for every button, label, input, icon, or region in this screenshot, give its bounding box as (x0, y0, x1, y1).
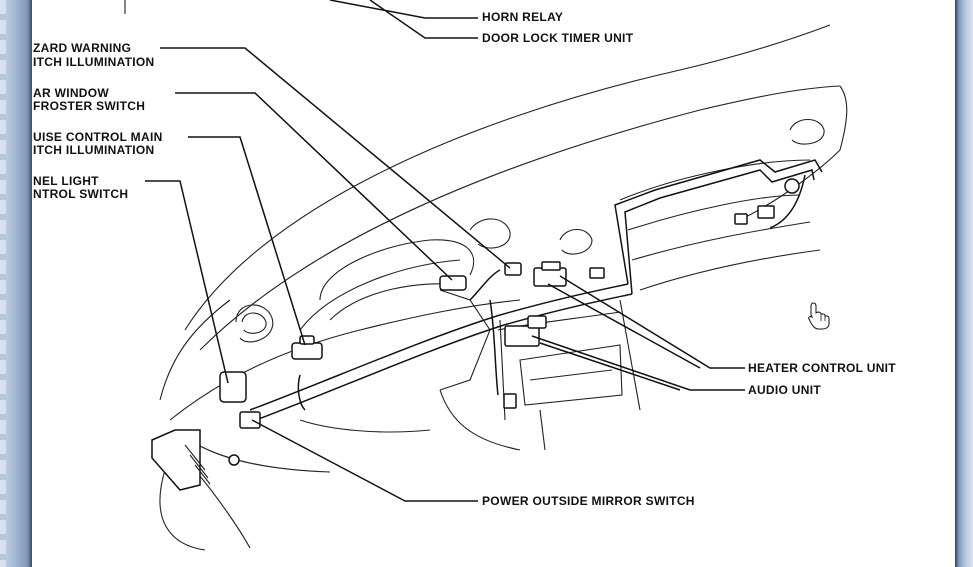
diagram-canvas: HORN RELAY DOOR LOCK TIMER UNIT ZARD WAR… (32, 0, 955, 567)
connector-part-right (589, 178, 800, 279)
label-heater-control-unit: HEATER CONTROL UNIT (748, 361, 896, 375)
label-panel-light-line2: NTROL SWITCH (33, 187, 128, 201)
bracket-part-left (151, 429, 240, 491)
window-frame-right (955, 0, 973, 567)
wiring-harness (249, 159, 823, 421)
label-hazard-warning-line1: ZARD WARNING (33, 41, 131, 55)
label-horn-relay: HORN RELAY (482, 10, 563, 24)
dashboard-outline (124, 0, 848, 551)
hazard-switch-part (504, 262, 522, 276)
dashboard-wiring-diagram: HORN RELAY DOOR LOCK TIMER UNIT ZARD WAR… (33, 0, 896, 551)
label-door-lock-timer-unit: DOOR LOCK TIMER UNIT (482, 31, 634, 45)
window-frame-left-strip (0, 0, 6, 567)
cruise-switch-part (291, 335, 323, 360)
hand-pointer-icon (808, 302, 830, 330)
label-cruise-control-line2: ITCH ILLUMINATION (33, 143, 155, 157)
label-audio-unit: AUDIO UNIT (748, 383, 821, 397)
callout-leaders (145, 0, 745, 502)
panel-light-switch-part (219, 371, 247, 403)
rear-defroster-switch-part (439, 275, 467, 291)
label-rear-window-line1: AR WINDOW (33, 86, 109, 100)
label-rear-window-line2: FROSTER SWITCH (33, 99, 145, 113)
label-hazard-warning-line2: ITCH ILLUMINATION (33, 55, 155, 69)
label-cruise-control-line1: UISE CONTROL MAIN (33, 130, 163, 144)
heater-control-unit-part (533, 261, 567, 287)
label-power-outside-mirror-switch: POWER OUTSIDE MIRROR SWITCH (482, 494, 695, 508)
label-panel-light-line1: NEL LIGHT (33, 174, 99, 188)
audio-unit-part (503, 315, 547, 409)
mirror-switch-part (239, 411, 261, 429)
